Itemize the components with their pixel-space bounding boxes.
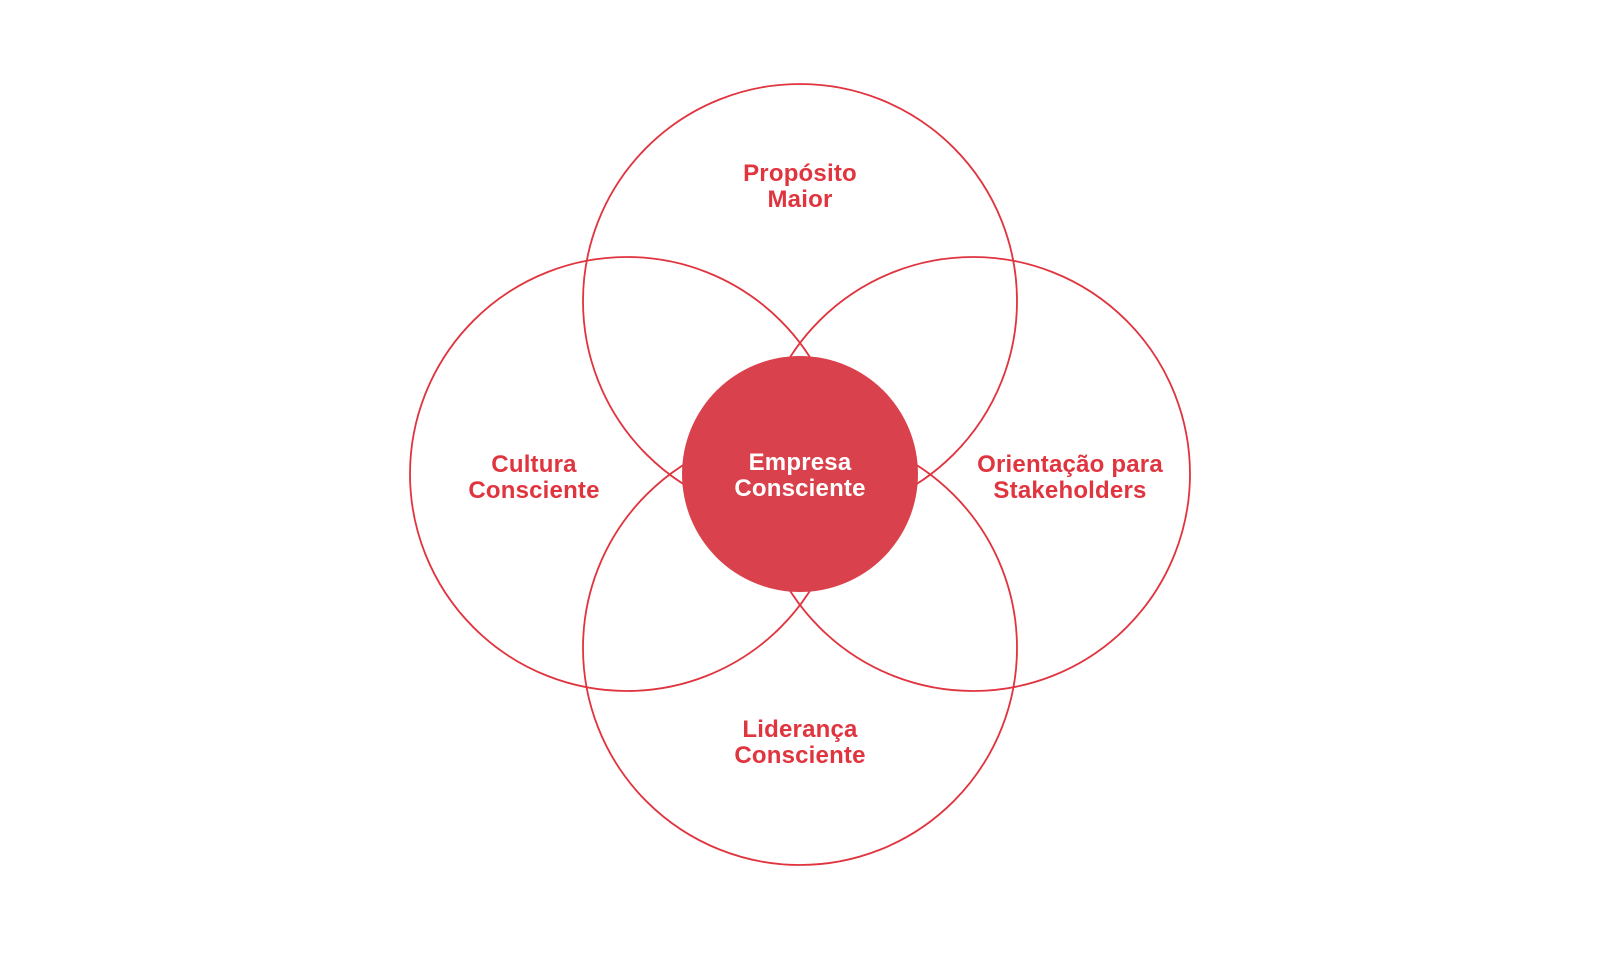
- label-right-line1: Orientação para: [977, 451, 1163, 478]
- label-bottom-line1: Liderança: [742, 716, 858, 743]
- label-center-line2: Consciente: [734, 475, 865, 502]
- label-top-line1: Propósito: [743, 160, 857, 187]
- label-cultura-consciente: Cultura Consciente: [468, 451, 599, 504]
- label-bottom-line2: Consciente: [734, 742, 865, 769]
- label-empresa-consciente: Empresa Consciente: [734, 449, 865, 502]
- label-left-line2: Consciente: [468, 477, 599, 504]
- label-left-line1: Cultura: [491, 451, 577, 478]
- label-proposito-maior: Propósito Maior: [743, 160, 857, 213]
- label-top-line2: Maior: [767, 186, 832, 213]
- label-orientacao-stakeholders: Orientação para Stakeholders: [977, 451, 1163, 504]
- label-lideranca-consciente: Liderança Consciente: [734, 716, 865, 769]
- center-circle: [682, 356, 918, 592]
- label-center-line1: Empresa: [749, 449, 852, 476]
- label-right-line2: Stakeholders: [993, 477, 1146, 504]
